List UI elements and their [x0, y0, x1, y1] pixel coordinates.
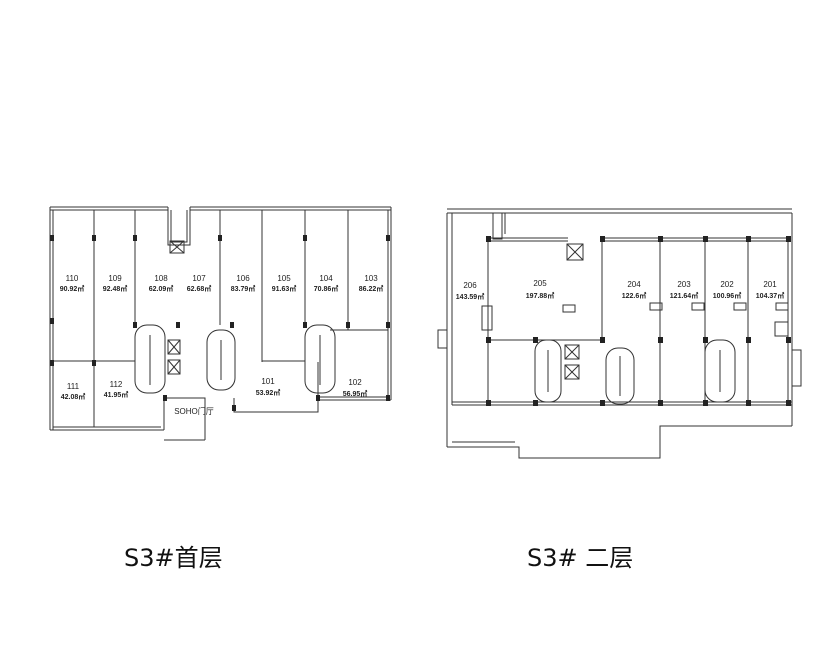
- second-floor-columns: [486, 236, 791, 406]
- unit-105-number: 105: [277, 274, 291, 283]
- unit-103-number: 103: [364, 274, 378, 283]
- second-floor-elevators: [562, 243, 789, 380]
- unit-111-number: 111: [67, 382, 80, 391]
- unit-106-area: 83.79㎡: [231, 284, 256, 293]
- first-floor-caption: S3#首层: [124, 544, 223, 572]
- unit-205-number: 205: [533, 279, 547, 288]
- second-floor-caption: S3# 二层: [527, 544, 634, 572]
- unit-109-area: 92.48㎡: [103, 284, 128, 293]
- unit-102-area: 56.95㎡: [343, 389, 368, 398]
- second-floor-labels: 206 143.59㎡ 205 197.88㎡ 204 122.6㎡ 203 1…: [456, 279, 784, 301]
- unit-202-area: 100.96㎡: [713, 291, 741, 300]
- unit-110-area: 90.92㎡: [60, 284, 85, 293]
- unit-109-number: 109: [108, 274, 122, 283]
- unit-110-number: 110: [66, 274, 79, 283]
- unit-108-number: 108: [154, 274, 168, 283]
- first-floor-plan: [49, 206, 392, 441]
- unit-201-number: 201: [763, 280, 777, 289]
- unit-104-number: 104: [319, 274, 333, 283]
- second-floor-plan: [437, 208, 802, 459]
- unit-112-number: 112: [110, 380, 123, 389]
- unit-204-area: 122.6㎡: [622, 291, 647, 300]
- first-floor-walls: [49, 206, 392, 441]
- unit-111-area: 42.08㎡: [61, 392, 86, 401]
- first-floor-elevators: [167, 240, 185, 375]
- unit-202-number: 202: [720, 280, 734, 289]
- soho-lobby-label: SOHO门厅: [174, 406, 214, 416]
- unit-108-area: 62.09㎡: [149, 284, 174, 293]
- first-floor-columns: [50, 235, 390, 411]
- unit-203-number: 203: [677, 280, 691, 289]
- first-floor-labels: 110 90.92㎡ 109 92.48㎡ 108 62.09㎡ 107 62.…: [60, 274, 384, 416]
- unit-104-area: 70.86㎡: [314, 284, 339, 293]
- unit-205-area: 197.88㎡: [526, 291, 554, 300]
- second-floor-stairs: [534, 339, 736, 405]
- unit-107-area: 62.68㎡: [187, 284, 212, 293]
- unit-106-number: 106: [236, 274, 250, 283]
- second-floor-walls: [437, 208, 802, 459]
- unit-101-number: 101: [261, 377, 275, 386]
- unit-107-number: 107: [192, 274, 206, 283]
- unit-105-area: 91.63㎡: [272, 284, 297, 293]
- unit-203-area: 121.64㎡: [670, 291, 698, 300]
- unit-201-area: 104.37㎡: [756, 291, 784, 300]
- unit-112-area: 41.95㎡: [104, 390, 129, 399]
- unit-204-number: 204: [627, 280, 641, 289]
- unit-102-number: 102: [348, 378, 362, 387]
- unit-103-area: 86.22㎡: [359, 284, 384, 293]
- unit-101-area: 53.92㎡: [256, 388, 281, 397]
- unit-206-number: 206: [463, 281, 477, 290]
- unit-206-area: 143.59㎡: [456, 292, 484, 301]
- first-floor-stairs: [134, 324, 336, 394]
